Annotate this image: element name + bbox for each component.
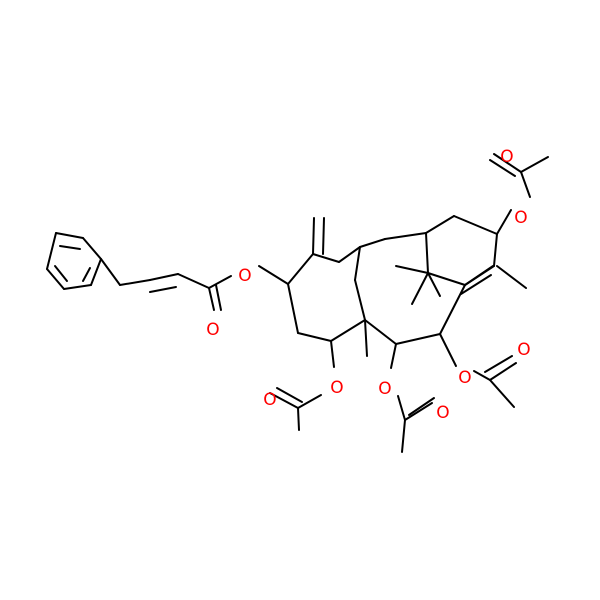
bond-line bbox=[287, 253, 314, 285]
bond-line bbox=[425, 215, 455, 234]
bond-line bbox=[427, 272, 466, 286]
bond-line bbox=[59, 245, 81, 250]
bond-line bbox=[269, 392, 299, 409]
bond-line bbox=[404, 402, 433, 421]
bond-line bbox=[460, 274, 492, 295]
bond-line bbox=[520, 156, 549, 173]
bond-line bbox=[63, 284, 92, 290]
ester-oxygen-label: O bbox=[514, 208, 527, 228]
bond-line bbox=[297, 407, 300, 431]
bond-line bbox=[364, 319, 368, 357]
bond-line bbox=[322, 217, 325, 255]
bond-lines bbox=[46, 153, 549, 453]
bond-line bbox=[177, 273, 210, 289]
bond-line bbox=[395, 333, 441, 345]
bond-line bbox=[493, 233, 498, 267]
bond-line bbox=[46, 232, 57, 270]
bond-line bbox=[425, 232, 429, 274]
bond-line bbox=[384, 232, 427, 240]
bond-line bbox=[397, 395, 406, 421]
bond-line bbox=[401, 419, 406, 453]
bond-line bbox=[453, 215, 498, 235]
bond-line bbox=[496, 265, 527, 289]
bond-line bbox=[276, 387, 303, 403]
bond-line bbox=[390, 343, 397, 369]
bond-line bbox=[439, 284, 466, 335]
bond-line bbox=[408, 397, 435, 416]
bond-line bbox=[100, 258, 121, 286]
bond-line bbox=[208, 275, 232, 289]
bond-line bbox=[297, 394, 322, 409]
bond-line bbox=[411, 272, 429, 305]
bond-line bbox=[330, 319, 366, 342]
bond-line bbox=[82, 267, 91, 282]
carbonyl-oxygen-label: O bbox=[263, 390, 276, 410]
bond-line bbox=[258, 265, 289, 285]
bond-line bbox=[439, 333, 457, 367]
bond-line bbox=[489, 159, 516, 177]
ester-oxygen-label: O bbox=[378, 379, 391, 399]
carbonyl-oxygen-label: O bbox=[206, 320, 219, 340]
carbonyl-oxygen-label: O bbox=[500, 147, 513, 167]
ester-oxygen-label: O bbox=[238, 266, 251, 286]
bond-line bbox=[287, 283, 299, 334]
bond-line bbox=[484, 355, 513, 373]
bond-line bbox=[119, 279, 151, 286]
bond-line bbox=[496, 209, 512, 235]
bond-line bbox=[208, 287, 215, 311]
bond-line bbox=[354, 279, 366, 321]
bond-line bbox=[312, 217, 315, 255]
ester-oxygen-label: O bbox=[330, 378, 343, 398]
bond-line bbox=[82, 237, 102, 260]
bond-line bbox=[338, 246, 361, 263]
bond-line bbox=[473, 370, 491, 381]
bond-line bbox=[520, 171, 531, 198]
bond-line bbox=[55, 232, 84, 239]
bond-line bbox=[354, 246, 361, 281]
bond-line bbox=[489, 362, 517, 381]
bond-line bbox=[464, 265, 494, 286]
bond-line bbox=[427, 272, 441, 297]
bond-line bbox=[395, 265, 429, 274]
bond-line bbox=[493, 153, 522, 173]
bond-line bbox=[54, 265, 68, 282]
ester-oxygen-label: O bbox=[458, 368, 471, 388]
bond-line bbox=[90, 258, 102, 286]
bond-line bbox=[330, 340, 335, 368]
carbonyl-oxygen-label: O bbox=[436, 403, 449, 423]
bond-line bbox=[297, 332, 332, 342]
bond-line bbox=[359, 238, 386, 248]
bond-line bbox=[489, 379, 515, 408]
carbonyl-oxygen-label: O bbox=[517, 340, 530, 360]
bond-line bbox=[312, 253, 340, 263]
bond-line bbox=[215, 284, 222, 311]
bond-line bbox=[149, 286, 177, 293]
bond-line bbox=[46, 268, 65, 290]
bond-line bbox=[149, 273, 179, 281]
bond-line bbox=[364, 319, 397, 345]
